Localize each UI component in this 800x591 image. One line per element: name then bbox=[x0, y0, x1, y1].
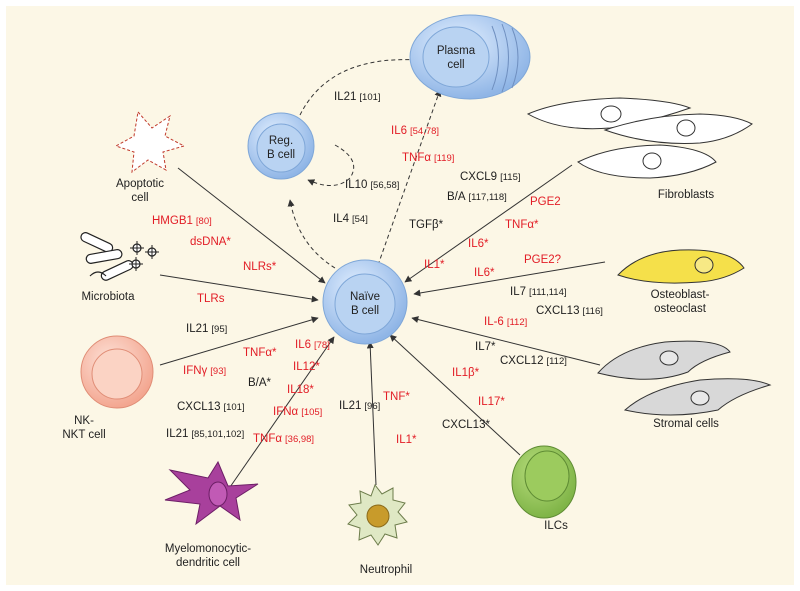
signal-il6-fibro: IL6* bbox=[468, 238, 489, 250]
signal-il21-101: IL21[101] bbox=[334, 91, 381, 103]
signal-cxcl9: CXCL9[115] bbox=[460, 171, 521, 183]
signal-il10: IL10[56,58] bbox=[345, 179, 399, 191]
label-ilcs: ILCs bbox=[544, 520, 568, 532]
signal-ifna: IFNα[105] bbox=[273, 406, 322, 418]
label-myelo: Myelomonocytic-dendritic cell bbox=[165, 543, 251, 569]
signal-tnfa-119: TNFα[119] bbox=[402, 152, 454, 164]
label-stromal: Stromal cells bbox=[653, 418, 719, 430]
label-neutrophil: Neutrophil bbox=[360, 564, 412, 576]
signal-il7-osteo: IL7[111,114] bbox=[510, 286, 567, 298]
signal-il18: IL18* bbox=[287, 384, 314, 396]
signal-ifng: IFNγ[93] bbox=[183, 365, 226, 377]
signal-pge2q: PGE2? bbox=[524, 254, 561, 266]
signal-labels: IL21[101] IL6[54,78] TNFα[119] IL10[56,58] I… bbox=[152, 91, 603, 446]
signal-pge2: PGE2 bbox=[530, 196, 561, 208]
signal-il4: IL4[54] bbox=[333, 213, 368, 225]
signal-ba-fibro: B/A[117,118] bbox=[447, 191, 507, 203]
signal-il6-112: IL-6[112] bbox=[484, 316, 527, 328]
signal-il6-54-78: IL6[54,78] bbox=[391, 125, 439, 137]
nk-cell bbox=[80, 335, 154, 409]
label-fibro: Fibroblasts bbox=[658, 189, 714, 201]
arrow-apoptotic-to-naive bbox=[177, 167, 326, 284]
signal-ba-myelo: B/A* bbox=[248, 377, 272, 389]
osteoblast-osteoclast bbox=[617, 249, 745, 284]
dashed-arrows bbox=[287, 56, 442, 269]
signal-il17: IL17* bbox=[478, 396, 505, 408]
signal-il6-osteo: IL6* bbox=[474, 267, 495, 279]
plasma-cell bbox=[409, 14, 531, 100]
arrow-osteo-to-naive bbox=[413, 261, 606, 297]
arrow-regb-selfloop bbox=[307, 144, 355, 186]
signal-hmgb1: HMGB1[80] bbox=[152, 215, 212, 227]
signal-tnfa-fibro: TNFα* bbox=[505, 219, 539, 231]
arrow-regb-to-plasma bbox=[299, 56, 419, 116]
signal-tnfa-nk: TNFα* bbox=[243, 347, 277, 359]
stromal-cells bbox=[597, 340, 772, 416]
arrows bbox=[159, 164, 606, 491]
neutrophil bbox=[347, 483, 408, 546]
arrow-microbiota-to-naive bbox=[159, 274, 319, 303]
signal-nlrs: NLRs* bbox=[243, 261, 277, 273]
arrow-myelo-to-naive bbox=[227, 336, 335, 491]
signal-il6-78: IL6[78] bbox=[295, 339, 330, 351]
signal-tlrs: TLRs bbox=[197, 293, 225, 305]
signal-tnf-neut: TNF* bbox=[383, 391, 410, 403]
myelomonocytic-cell bbox=[164, 460, 259, 526]
fibroblasts bbox=[526, 97, 753, 179]
label-nk: NK-NKT cell bbox=[62, 415, 105, 441]
naive-b-cell bbox=[322, 259, 408, 345]
signal-cxcl13-116: CXCL13[116] bbox=[536, 305, 603, 317]
signal-il1-neut: IL1* bbox=[396, 434, 417, 446]
arrow-ilcs-to-naive bbox=[389, 334, 521, 456]
reg-b-cell bbox=[247, 112, 315, 180]
label-microbiota: Microbiota bbox=[81, 291, 135, 303]
arrow-fibro-to-naive bbox=[404, 164, 573, 283]
signal-cxcl13-101: CXCL13[101] bbox=[177, 401, 245, 413]
ilc-cell bbox=[511, 445, 577, 519]
signal-il12: IL12* bbox=[293, 361, 320, 373]
signal-tnfa-36: TNFα[36,98] bbox=[253, 433, 314, 445]
signal-cxcl13-ilc: CXCL13* bbox=[442, 419, 490, 431]
signal-tgfb: TGFβ* bbox=[409, 219, 444, 231]
signal-il7-strom: IL7* bbox=[475, 341, 496, 353]
arrow-nk-to-naive bbox=[159, 316, 319, 366]
signal-il21-85: IL21[85,101,102] bbox=[166, 428, 244, 440]
signal-il1b: IL1β* bbox=[452, 367, 480, 379]
signal-il1-fibro: IL1* bbox=[424, 259, 445, 271]
label-osteo: Osteoblast-osteoclast bbox=[651, 289, 710, 315]
signal-cxcl12: CXCL12[112] bbox=[500, 355, 567, 367]
signal-dsdna: dsDNA* bbox=[190, 236, 231, 248]
arrow-naive-to-regb bbox=[287, 199, 336, 269]
arrow-neutrophil-to-naive bbox=[366, 341, 377, 486]
apoptotic-cell bbox=[114, 110, 186, 174]
signal-il21-96: IL21[96] bbox=[339, 400, 380, 412]
arrow-naive-to-plasma bbox=[377, 89, 442, 266]
arrow-stromal-to-naive bbox=[411, 316, 601, 366]
label-reg-b: Reg.B cell bbox=[267, 135, 295, 161]
microbiota bbox=[80, 232, 159, 281]
signal-il21-95: IL21[95] bbox=[186, 323, 227, 335]
